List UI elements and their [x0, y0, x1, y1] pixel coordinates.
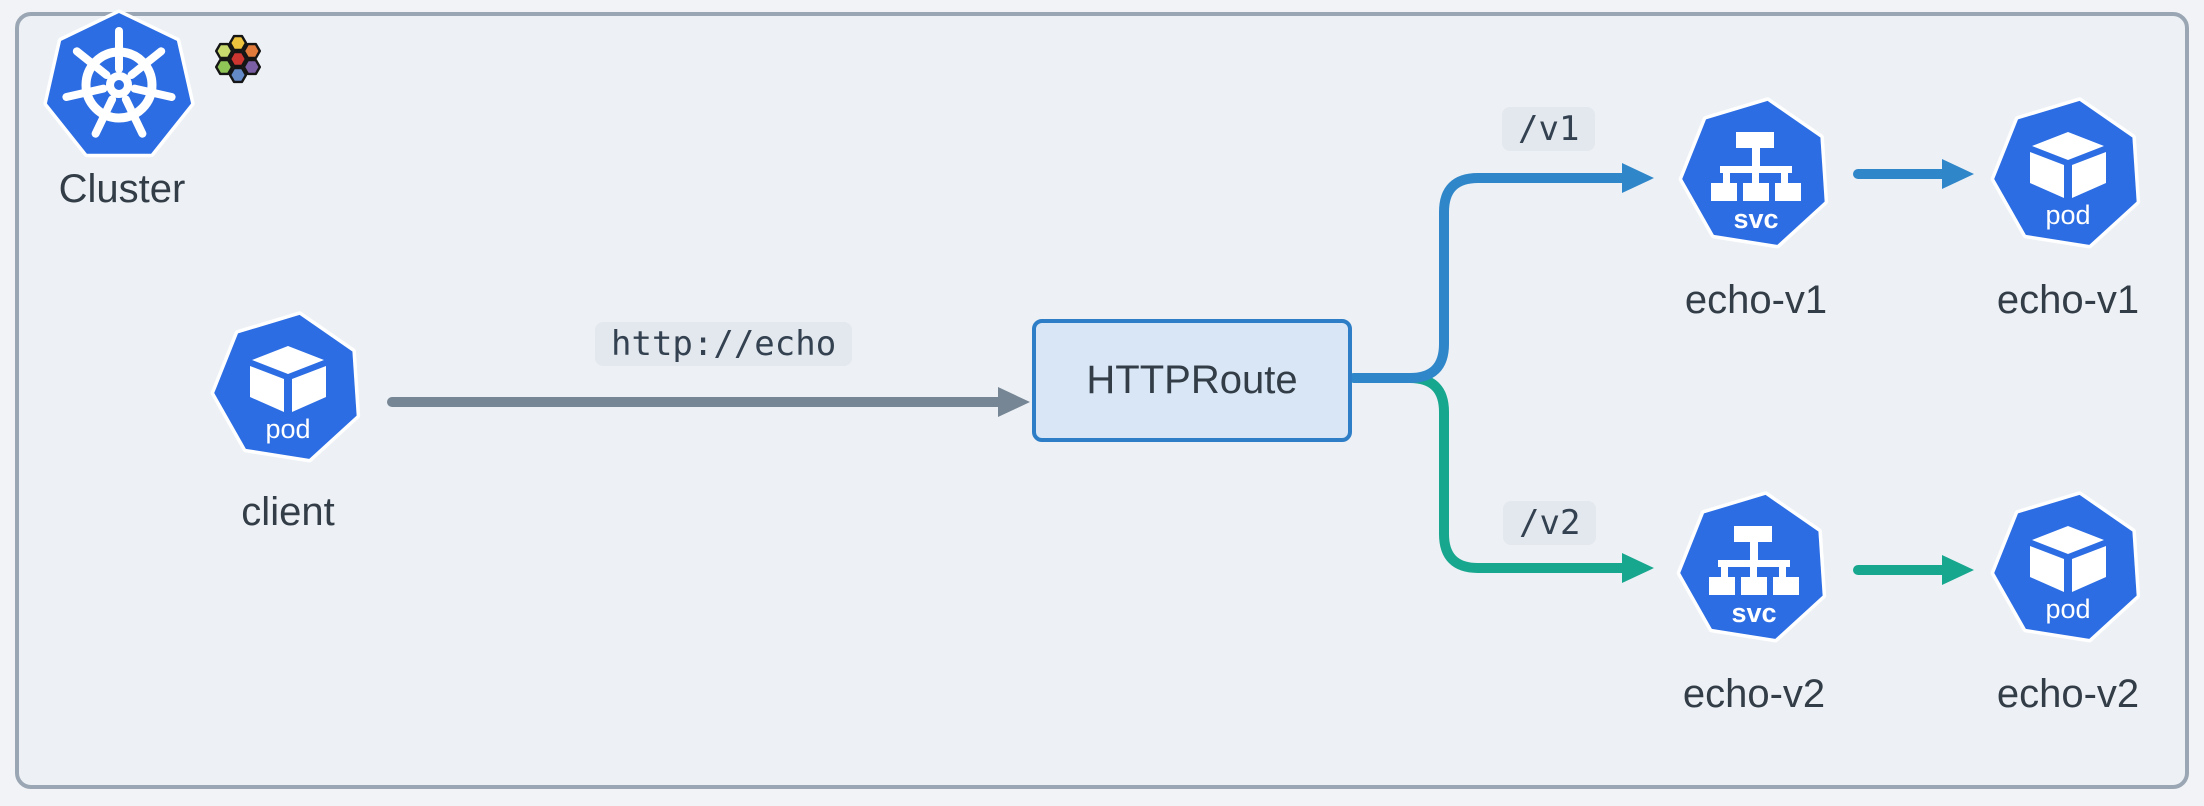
node-svc-echo-v2: svc: [1674, 488, 1834, 648]
pod-kind-label: pod: [2045, 594, 2090, 624]
node-client-pod: pod: [208, 308, 368, 468]
node-pod-echo-v2: pod: [1988, 488, 2148, 648]
service-icon: svc: [1676, 94, 1836, 254]
pod-icon: pod: [1988, 94, 2148, 254]
node-label-client: client: [241, 490, 335, 534]
cluster-label: Cluster: [58, 167, 186, 211]
kubernetes-logo-icon: [39, 7, 199, 167]
node-pod-echo-v1: pod: [1988, 94, 2148, 254]
pod-kind-label: pod: [2045, 200, 2090, 230]
httproute-label: HTTPRoute: [1086, 358, 1298, 402]
service-icon: svc: [1674, 488, 1834, 648]
pod-kind-label: pod: [265, 414, 310, 444]
node-svc-echo-v1: svc: [1676, 94, 1836, 254]
svc-kind-label: svc: [1733, 204, 1778, 234]
pod-icon: pod: [1988, 488, 2148, 648]
edge-label-v1: /v1: [1502, 107, 1596, 151]
edge-label-http-echo: http://echo: [595, 322, 853, 366]
node-label-svc-echo-v1: echo-v1: [1684, 278, 1828, 322]
node-label-pod-echo-v1: echo-v1: [1996, 278, 2140, 322]
edge-label-v2: /v2: [1503, 501, 1597, 545]
pod-icon: pod: [208, 308, 368, 468]
honeycomb-icon: [214, 34, 262, 84]
node-httproute: HTTPRoute: [1032, 319, 1352, 442]
svc-kind-label: svc: [1731, 598, 1776, 628]
node-label-svc-echo-v2: echo-v2: [1682, 672, 1826, 716]
node-label-pod-echo-v2: echo-v2: [1996, 672, 2140, 716]
